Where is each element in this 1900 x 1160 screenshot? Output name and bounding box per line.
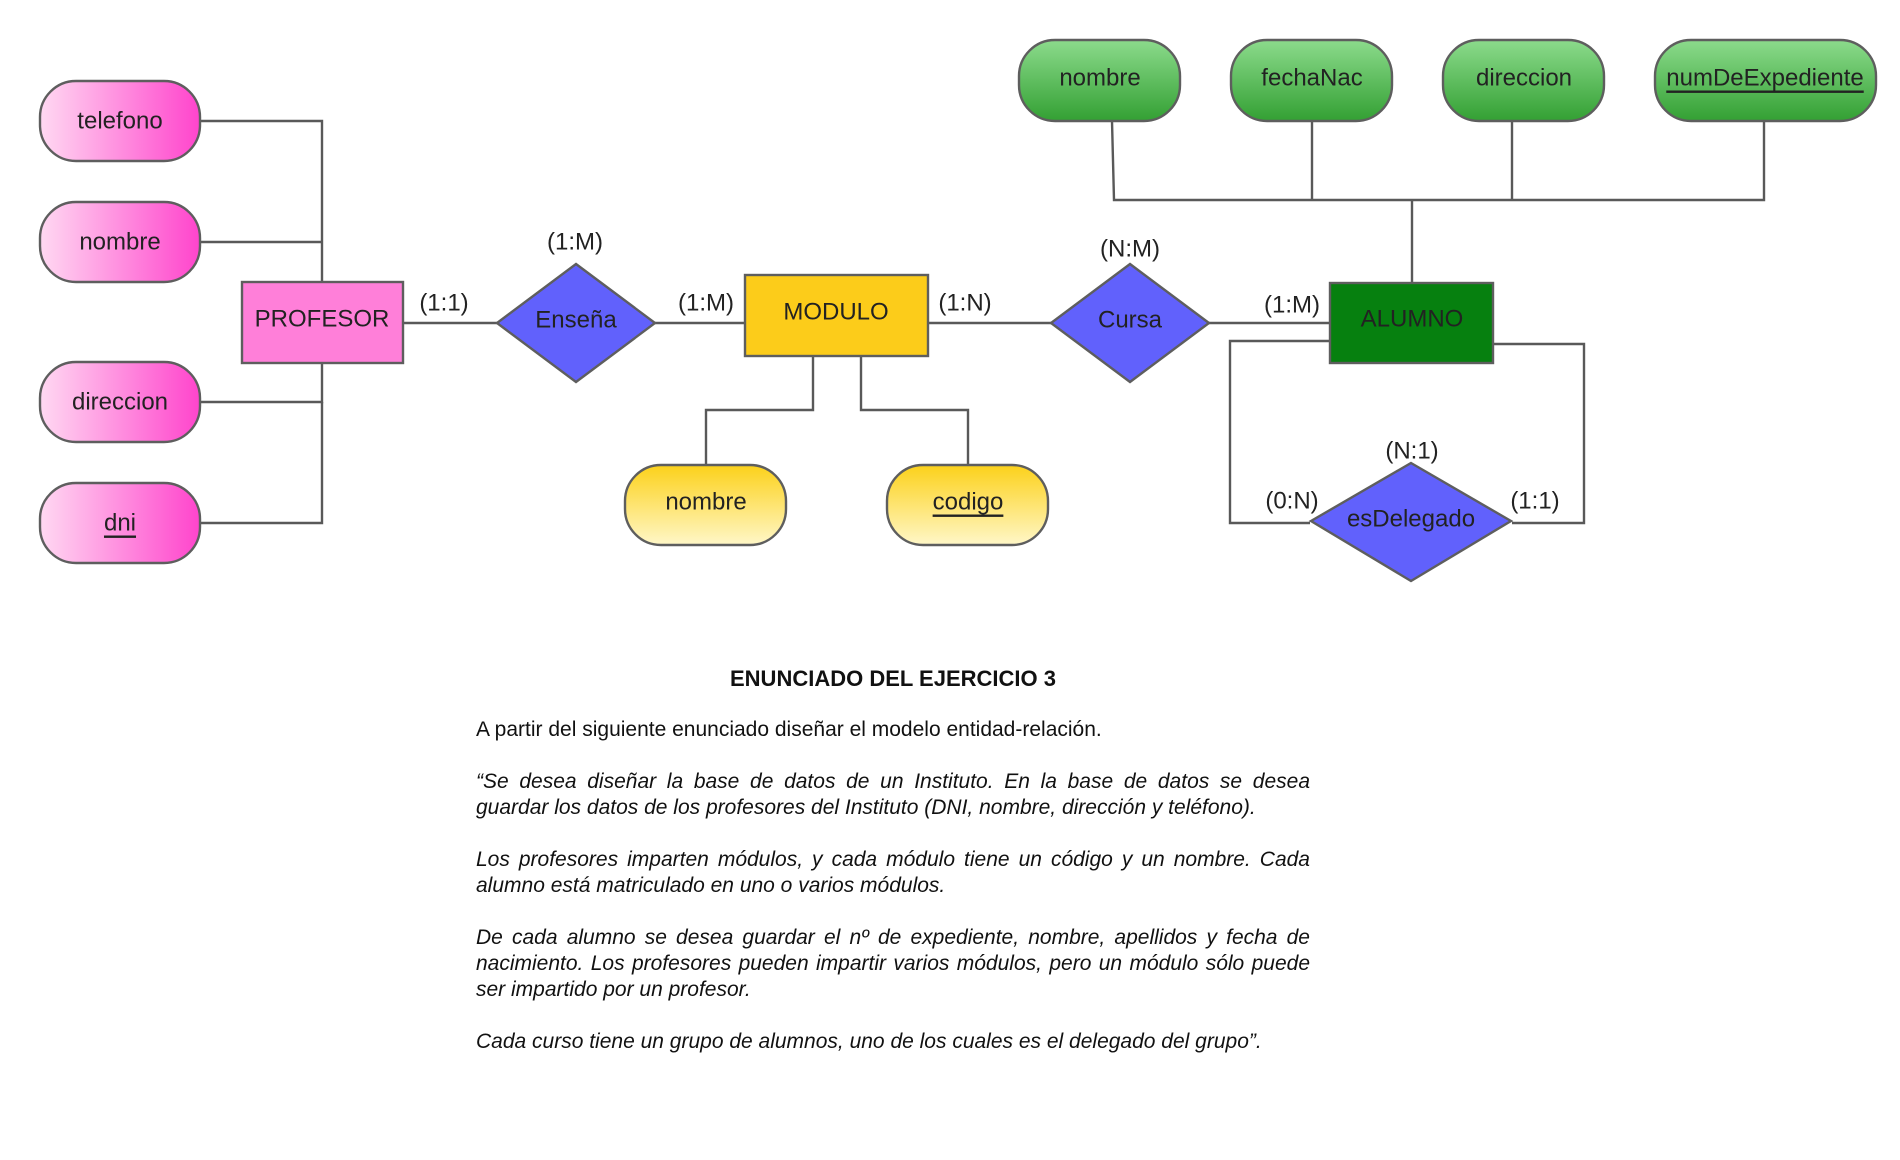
er-diagram: telefono nombre direccion dni PROFESOR E… — [38, 38, 1878, 583]
attribute-label: nombre — [79, 229, 160, 256]
connector-alumno-nombre — [1110, 120, 1766, 202]
attribute-label: telefono — [77, 108, 162, 135]
entity-label: ALUMNO — [1361, 306, 1464, 333]
connector-alumno-esdelegado-right — [1494, 342, 1586, 525]
attribute-alumno-direccion: direccion — [1441, 38, 1606, 123]
exercise-statement: ENUNCIADO DEL EJERCICIO 3 A partir del s… — [476, 665, 1310, 1081]
attribute-alumno-numdeexpediente: numDeExpediente — [1653, 38, 1878, 123]
statement-intro: A partir del siguiente enunciado diseñar… — [476, 718, 1102, 741]
entity-modulo: MODULO — [743, 273, 930, 358]
relationship-ensena: Enseña — [494, 262, 658, 384]
entity-label: MODULO — [783, 299, 888, 326]
cardinality-esdelegado: (N:1) — [1385, 438, 1438, 465]
cardinality-ensena-modulo: (1:M) — [678, 290, 734, 317]
entity-alumno: ALUMNO — [1328, 281, 1495, 365]
statement-title: ENUNCIADO DEL EJERCICIO 3 — [730, 666, 1056, 691]
attribute-profesor-dni: dni — [38, 481, 202, 565]
entity-label: PROFESOR — [255, 306, 390, 333]
cardinality-profesor-ensena: (1:1) — [419, 290, 468, 317]
connector-modulo-nombre — [704, 355, 815, 465]
connector-alumno-esdelegado-left — [1228, 339, 1330, 525]
attribute-profesor-nombre: nombre — [38, 200, 202, 284]
attribute-label: direccion — [72, 389, 168, 416]
statement-paragraph: Cada curso tiene un grupo de alumnos, un… — [476, 1030, 1262, 1053]
attribute-label-key: codigo — [933, 489, 1004, 516]
attribute-profesor-telefono: telefono — [38, 79, 202, 163]
statement-paragraph: “Se desea diseñar la base de datos de un… — [476, 770, 1310, 819]
attribute-label-key: dni — [104, 510, 136, 537]
cardinality-modulo-cursa: (1:N) — [938, 290, 991, 317]
statement-paragraph: Los profesores imparten módulos, y cada … — [476, 848, 1310, 897]
attribute-modulo-nombre: nombre — [623, 463, 788, 547]
relationship-label: esDelegado — [1347, 506, 1475, 533]
entity-profesor: PROFESOR — [240, 280, 405, 365]
connector-profesor-direccion — [200, 362, 324, 404]
attribute-alumno-nombre: nombre — [1017, 38, 1182, 123]
attribute-label: nombre — [1059, 65, 1140, 92]
relationship-label: Cursa — [1098, 307, 1163, 334]
cardinality-ensena: (1:M) — [547, 229, 603, 256]
cardinality-cursa-alumno: (1:M) — [1264, 292, 1320, 319]
attribute-alumno-fechanac: fechaNac — [1229, 38, 1394, 123]
attribute-label: fechaNac — [1261, 65, 1362, 92]
cardinalities: (1:1) (1:M) (1:M) (1:N) (N:M) (1:M) (N:1… — [419, 229, 1559, 515]
cardinality-esdelegado-left: (0:N) — [1265, 488, 1318, 515]
relationship-label: Enseña — [535, 307, 617, 334]
attribute-label: nombre — [665, 489, 746, 516]
cardinality-cursa: (N:M) — [1100, 236, 1160, 263]
relationship-esdelegado: esDelegado — [1308, 461, 1514, 583]
cardinality-esdelegado-right: (1:1) — [1510, 488, 1559, 515]
connector-profesor-telefono — [200, 119, 324, 282]
attribute-label: direccion — [1476, 65, 1572, 92]
attribute-profesor-direccion: direccion — [38, 360, 202, 444]
statement-paragraph: De cada alumno se desea guardar el nº de… — [476, 926, 1310, 1001]
connector-profesor-dni — [200, 402, 324, 525]
attribute-label-key: numDeExpediente — [1666, 65, 1863, 92]
connector-modulo-codigo — [859, 355, 970, 465]
connectors — [200, 119, 1766, 525]
attribute-modulo-codigo: codigo — [885, 463, 1050, 547]
relationship-cursa: Cursa — [1048, 262, 1212, 384]
